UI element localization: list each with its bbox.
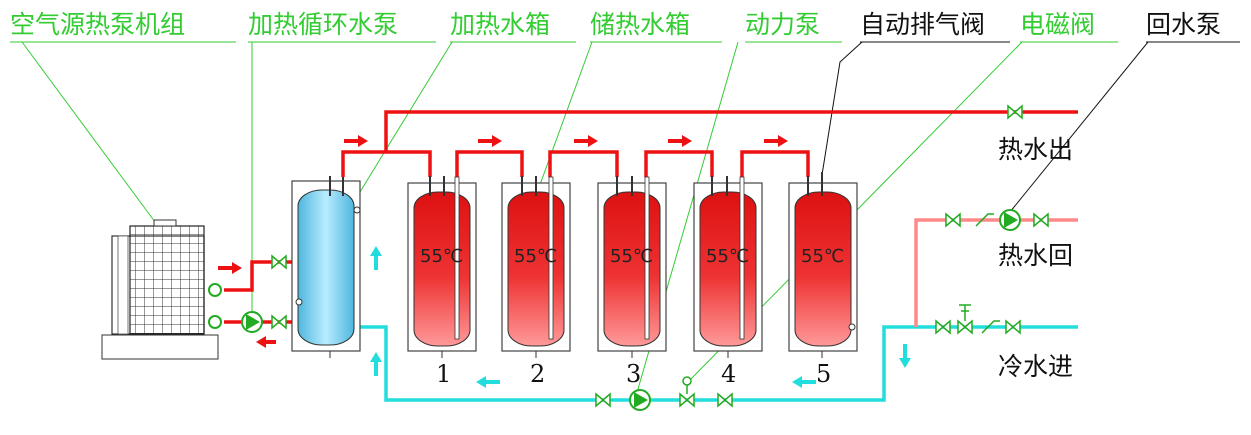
- valves: [271, 104, 1049, 408]
- tank-temperature: 55℃: [801, 246, 844, 267]
- flow-arrows: [218, 135, 911, 388]
- heating-in-valve-icon: [271, 254, 287, 270]
- cold-valve-icon: [717, 392, 733, 408]
- hot-flow-arrow-icon: [478, 135, 502, 147]
- hot-flow-arrow-icon: [256, 336, 276, 348]
- cold-valve-icon: [595, 392, 611, 408]
- return-valve-icon: [1033, 212, 1049, 228]
- check-valve-icon: [975, 213, 994, 227]
- label-return-pump: 回水泵: [1146, 10, 1221, 39]
- label-heating-tank: 加热水箱: [450, 10, 550, 39]
- heating-circ-pump-icon: [241, 311, 263, 333]
- heat-pump-unit: [101, 219, 222, 360]
- hot-flow-arrow-icon: [668, 135, 692, 147]
- storage-tank: 55℃ 2: [501, 176, 571, 388]
- power-pump-icon: [629, 389, 651, 411]
- cold-flow-arrow-icon: [370, 352, 382, 376]
- hot-out-valve-icon: [1007, 104, 1023, 120]
- tank-temperature: 55℃: [514, 246, 557, 267]
- check-valve-icon: [981, 320, 1000, 334]
- storage-tank: 55℃ 1: [407, 176, 477, 388]
- pressure-valve-icon: [957, 319, 973, 335]
- tank-number: 5: [816, 360, 831, 388]
- storage-tank: 55℃ 5: [788, 172, 858, 388]
- cold-in-valve-icon: [935, 319, 951, 335]
- pumps: [241, 209, 1021, 411]
- storage-tank: 55℃ 3: [597, 176, 667, 388]
- heating-out-valve-icon: [271, 314, 287, 330]
- tank-number: 4: [721, 360, 736, 388]
- top-labels: 空气源热泵机组 加热循环水泵 加热水箱 储热水箱 动力泵 自动排气阀 电磁阀 回…: [10, 10, 1221, 39]
- label-hot-water-return: 热水回: [998, 241, 1073, 270]
- hot-flow-arrow-icon: [764, 135, 788, 147]
- return-valve-icon: [945, 212, 961, 228]
- cold-flow-arrow-icon: [899, 344, 911, 368]
- label-cold-water-in: 冷水进: [998, 352, 1073, 381]
- tank-number: 3: [626, 360, 641, 388]
- cold-in-valve-icon: [1005, 319, 1021, 335]
- tank-temperature: 55℃: [706, 246, 749, 267]
- hot-flow-arrow-icon: [218, 262, 242, 274]
- hot-flow-arrow-icon: [574, 135, 598, 147]
- tank-number: 2: [530, 360, 545, 388]
- tank-temperature: 55℃: [420, 246, 463, 267]
- hot-flow-arrow-icon: [344, 135, 368, 147]
- heating-tank: [291, 176, 361, 358]
- cold-flow-arrow-icon: [792, 376, 816, 388]
- label-heat-pump-unit: 空气源热泵机组: [10, 10, 185, 39]
- tank-temperature: 55℃: [610, 246, 653, 267]
- label-heating-circ-pump: 加热循环水泵: [248, 10, 398, 39]
- cold-flow-arrow-icon: [370, 246, 382, 270]
- label-power-pump: 动力泵: [745, 10, 820, 39]
- return-pump-icon: [999, 209, 1021, 231]
- pump-inlet-icon: [208, 315, 222, 329]
- cold-flow-arrow-icon: [476, 376, 500, 388]
- storage-tanks: 55℃ 1 55℃ 2 55℃ 3: [407, 172, 858, 388]
- side-labels: 热水出 热水回 冷水进: [998, 135, 1073, 381]
- label-solenoid-valve: 电磁阀: [1020, 10, 1095, 39]
- label-storage-tank: 储热水箱: [590, 10, 690, 39]
- label-hot-water-out: 热水出: [998, 135, 1073, 164]
- storage-tank: 55℃ 4: [693, 176, 763, 388]
- pump-outlet-icon: [208, 283, 222, 297]
- solenoid-coil-icon: [682, 376, 692, 386]
- label-auto-vent-valve: 自动排气阀: [860, 10, 985, 39]
- solenoid-valve-icon: [679, 392, 695, 408]
- tank-number: 1: [436, 360, 451, 388]
